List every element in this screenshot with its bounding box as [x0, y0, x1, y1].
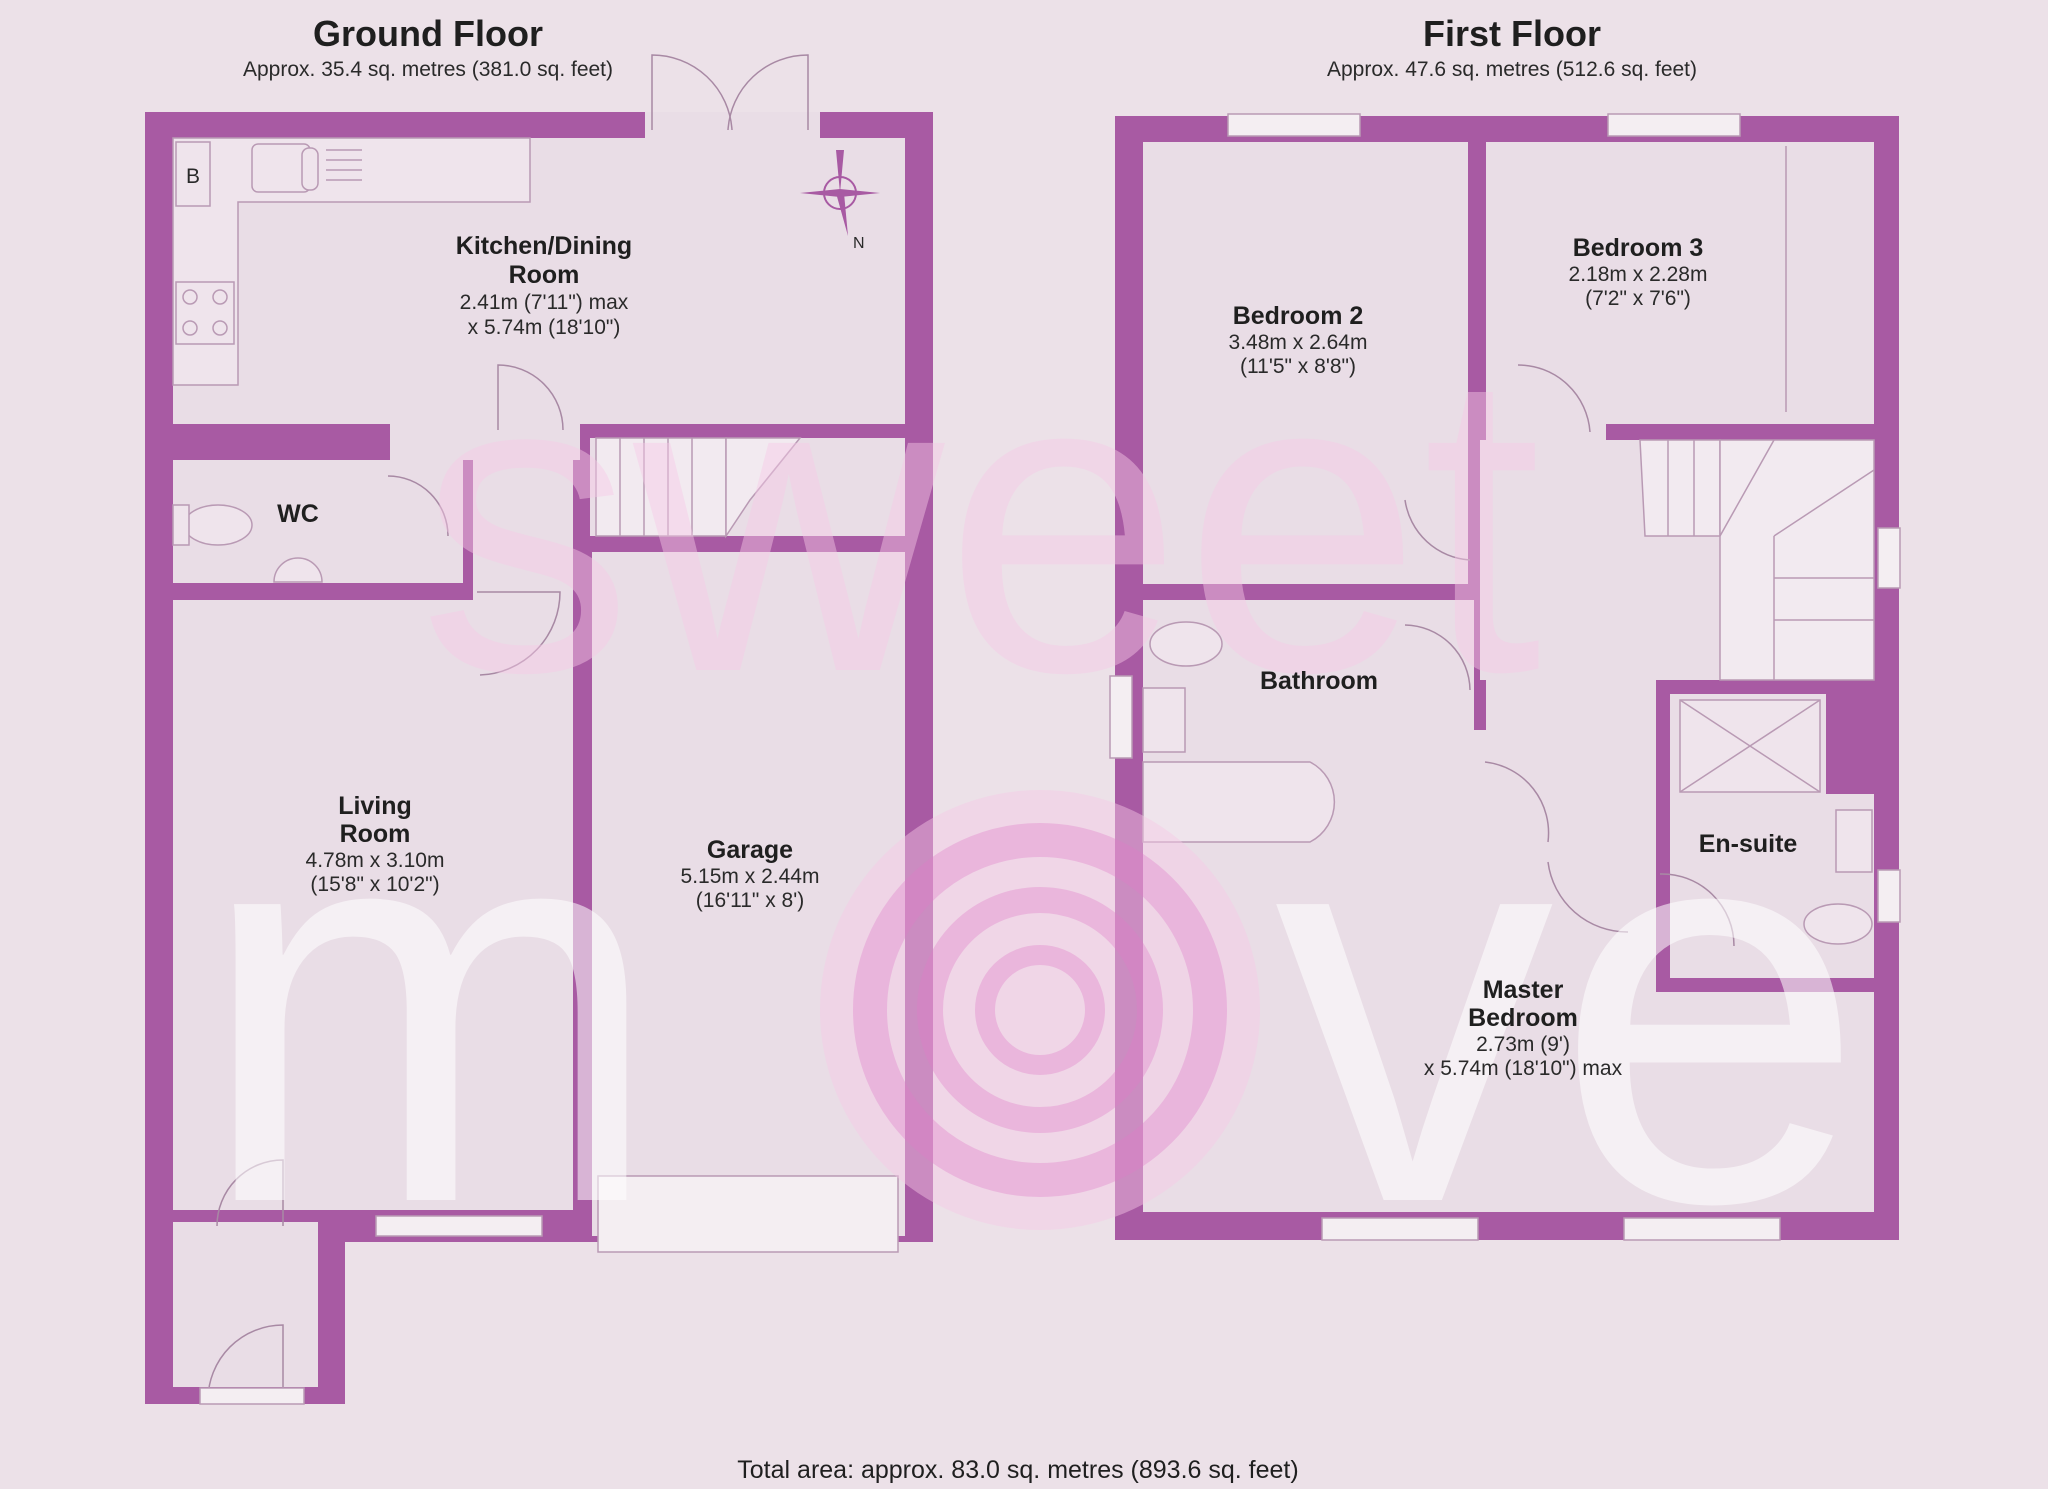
bathroom-toilet — [1149, 621, 1223, 667]
bedroom-3-window — [1607, 113, 1741, 137]
landing-upper — [1486, 424, 1606, 454]
living-room — [173, 600, 573, 1210]
master-name-line1: Master — [1483, 976, 1564, 1004]
porch — [173, 1222, 318, 1387]
bathroom-door — [1404, 624, 1471, 691]
master-bedroom-upper — [1143, 850, 1703, 880]
bedroom-2-name: Bedroom 2 — [1233, 302, 1364, 330]
french-door-left — [651, 54, 733, 131]
bedroom-3-dim-line2: (7'2" x 7'6") — [1585, 287, 1691, 310]
front-door-step — [199, 1387, 305, 1405]
master-bedroom — [1143, 866, 1874, 1212]
bedroom-2-door — [1404, 499, 1471, 561]
ensuite-basin — [1835, 809, 1873, 873]
bedroom-3-name: Bedroom 3 — [1573, 234, 1704, 262]
ensuite-duct — [1826, 694, 1874, 794]
hob-ring — [212, 320, 228, 336]
living-room-door — [477, 591, 561, 676]
first-floor-plan — [1109, 113, 1901, 1241]
bedroom-3 — [1486, 142, 1874, 424]
hob-ring — [212, 289, 228, 305]
compass-north-label: N — [853, 235, 865, 252]
living-name-line1: Living — [338, 792, 412, 820]
ensuite-toilet — [1803, 903, 1873, 945]
kitchen-name-line2: Room — [509, 261, 580, 289]
living-room-window — [375, 1215, 543, 1237]
porch-door — [216, 1159, 284, 1227]
hob-ring — [182, 289, 198, 305]
bedroom-2-window — [1227, 113, 1361, 137]
bath-tub — [1142, 761, 1336, 843]
kitchen-dim-line2: x 5.74m (18'10") — [468, 316, 621, 339]
garage-door — [597, 1175, 899, 1253]
garage-dim-line1: 5.15m x 2.44m — [681, 865, 820, 888]
ensuite-name: En-suite — [1699, 830, 1798, 858]
bathroom-name: Bathroom — [1260, 667, 1378, 695]
ground-floor-plan: B N — [145, 54, 933, 1405]
garage-room — [592, 552, 905, 1236]
first-floor-stairs — [1639, 439, 1875, 681]
landing-window — [1877, 527, 1901, 589]
wc-cistern — [172, 504, 190, 546]
bedroom-3-dim-line1: 2.18m x 2.28m — [1569, 263, 1708, 286]
master-window-2 — [1623, 1217, 1781, 1241]
wc-toilet — [183, 504, 253, 546]
garage-name: Garage — [707, 836, 793, 864]
hall-upper — [390, 424, 580, 460]
master-dim-line1: 2.73m (9') — [1476, 1033, 1570, 1056]
living-name-line2: Room — [340, 820, 411, 848]
front-door — [207, 1324, 284, 1401]
bathroom-window — [1109, 675, 1133, 759]
compass-icon — [800, 150, 880, 236]
master-window-1 — [1321, 1217, 1479, 1241]
landing-lower — [1486, 600, 1656, 850]
hob — [175, 281, 235, 345]
kitchen-name-line1: Kitchen/Dining — [456, 232, 632, 260]
bedroom-2 — [1143, 142, 1468, 584]
wc-door — [387, 475, 449, 537]
ensuite-wall-bottom — [1656, 978, 1874, 992]
french-door-right — [727, 54, 809, 131]
bathroom-basin — [1142, 687, 1186, 753]
bedroom-3-door — [1517, 364, 1591, 433]
wc-name: WC — [277, 500, 319, 528]
ensuite-wall-top — [1656, 680, 1874, 694]
master-dim-line2: x 5.74m (18'10") max — [1424, 1057, 1623, 1080]
shower-line — [1679, 699, 1821, 793]
first-floor-area: Approx. 47.6 sq. metres (512.6 sq. feet) — [1327, 58, 1697, 81]
ensuite-door — [1659, 873, 1735, 947]
garage-dim-line2: (16'11" x 8') — [696, 889, 804, 912]
master-bedroom-door-2 — [1547, 861, 1629, 933]
master-bedroom-door-1 — [1484, 761, 1550, 843]
french-door-gap — [645, 112, 820, 138]
kitchen-dim-line1: 2.41m (7'11") max — [460, 291, 629, 314]
ensuite-window — [1877, 869, 1901, 923]
kitchen-door — [497, 364, 564, 431]
boiler-label: B — [186, 165, 200, 188]
bathroom-lobby — [1372, 730, 1492, 850]
boiler — [175, 141, 211, 207]
ground-floor-area: Approx. 35.4 sq. metres (381.0 sq. feet) — [243, 58, 613, 81]
first-floor-title: First Floor — [1423, 13, 1601, 54]
kitchen-sink-drainer — [301, 147, 319, 191]
kitchen-worktop — [172, 137, 531, 386]
bedroom-2-dim-line1: 3.48m x 2.64m — [1229, 331, 1368, 354]
ground-floor-stairs — [595, 437, 802, 539]
ensuite-wall-left — [1656, 680, 1670, 990]
wc-basin — [273, 557, 323, 583]
total-area: Total area: approx. 83.0 sq. metres (893… — [737, 1456, 1298, 1484]
ground-floor-title: Ground Floor — [313, 13, 543, 54]
living-dim-line1: 4.78m x 3.10m — [306, 849, 445, 872]
bedroom-2-dim-line2: (11'5" x 8'8") — [1240, 355, 1356, 378]
master-name-line2: Bedroom — [1468, 1004, 1578, 1032]
hob-ring — [182, 320, 198, 336]
living-dim-line2: (15'8" x 10'2") — [310, 873, 439, 896]
